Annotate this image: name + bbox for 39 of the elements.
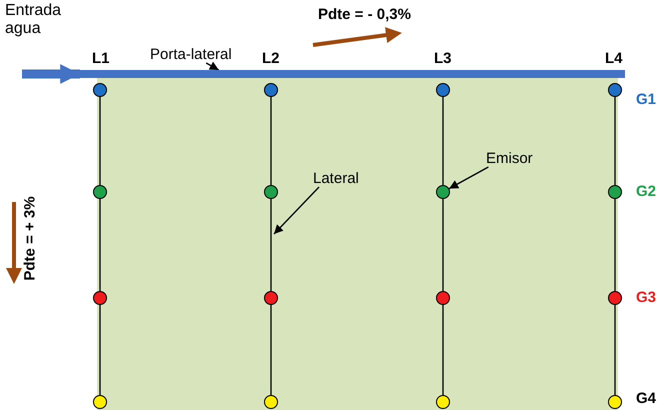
emitter-circle — [608, 185, 622, 199]
lateral-label: L4 — [605, 50, 623, 67]
leader-line — [206, 62, 220, 71]
lateral-pipe — [442, 97, 444, 185]
emitter-circle — [93, 185, 107, 199]
lateral-label: L1 — [92, 50, 110, 67]
row-label: G2 — [636, 183, 656, 200]
emitter-circle — [93, 291, 107, 305]
row-label: G4 — [636, 390, 656, 407]
main-pipe — [80, 70, 625, 78]
leader-line — [274, 186, 320, 234]
lateral-pipe — [442, 199, 444, 291]
slope-label: Pdte = - 0,3% — [318, 6, 411, 23]
lateral-pipe — [270, 199, 272, 291]
lateral-pipe — [99, 305, 101, 395]
emitter-circle — [608, 291, 622, 305]
inflow-arrow — [22, 64, 80, 84]
row-label: G1 — [636, 91, 656, 108]
lateral-pipe — [270, 305, 272, 395]
row-label: G3 — [636, 289, 656, 306]
lateral-label: L2 — [262, 50, 280, 67]
callout-label: Emisor — [486, 150, 533, 167]
emitter-circle — [608, 395, 622, 409]
leader-line — [448, 166, 489, 190]
lateral-pipe — [442, 305, 444, 395]
emitter-circle — [608, 83, 622, 97]
emitter-circle — [93, 83, 107, 97]
lateral-pipe — [99, 199, 101, 291]
lateral-pipe — [614, 305, 616, 395]
lateral-pipe — [99, 97, 101, 185]
lateral-pipe — [614, 199, 616, 291]
callout-label: Porta-lateral — [150, 46, 232, 63]
callout-label: Lateral — [313, 170, 359, 187]
inlet-label: Entrada agua — [5, 2, 62, 38]
slope-label: Pdte = + 3% — [22, 196, 39, 281]
lateral-pipe — [614, 97, 616, 185]
lateral-label: L3 — [434, 50, 452, 67]
emitter-circle — [93, 395, 107, 409]
lateral-pipe — [270, 97, 272, 185]
